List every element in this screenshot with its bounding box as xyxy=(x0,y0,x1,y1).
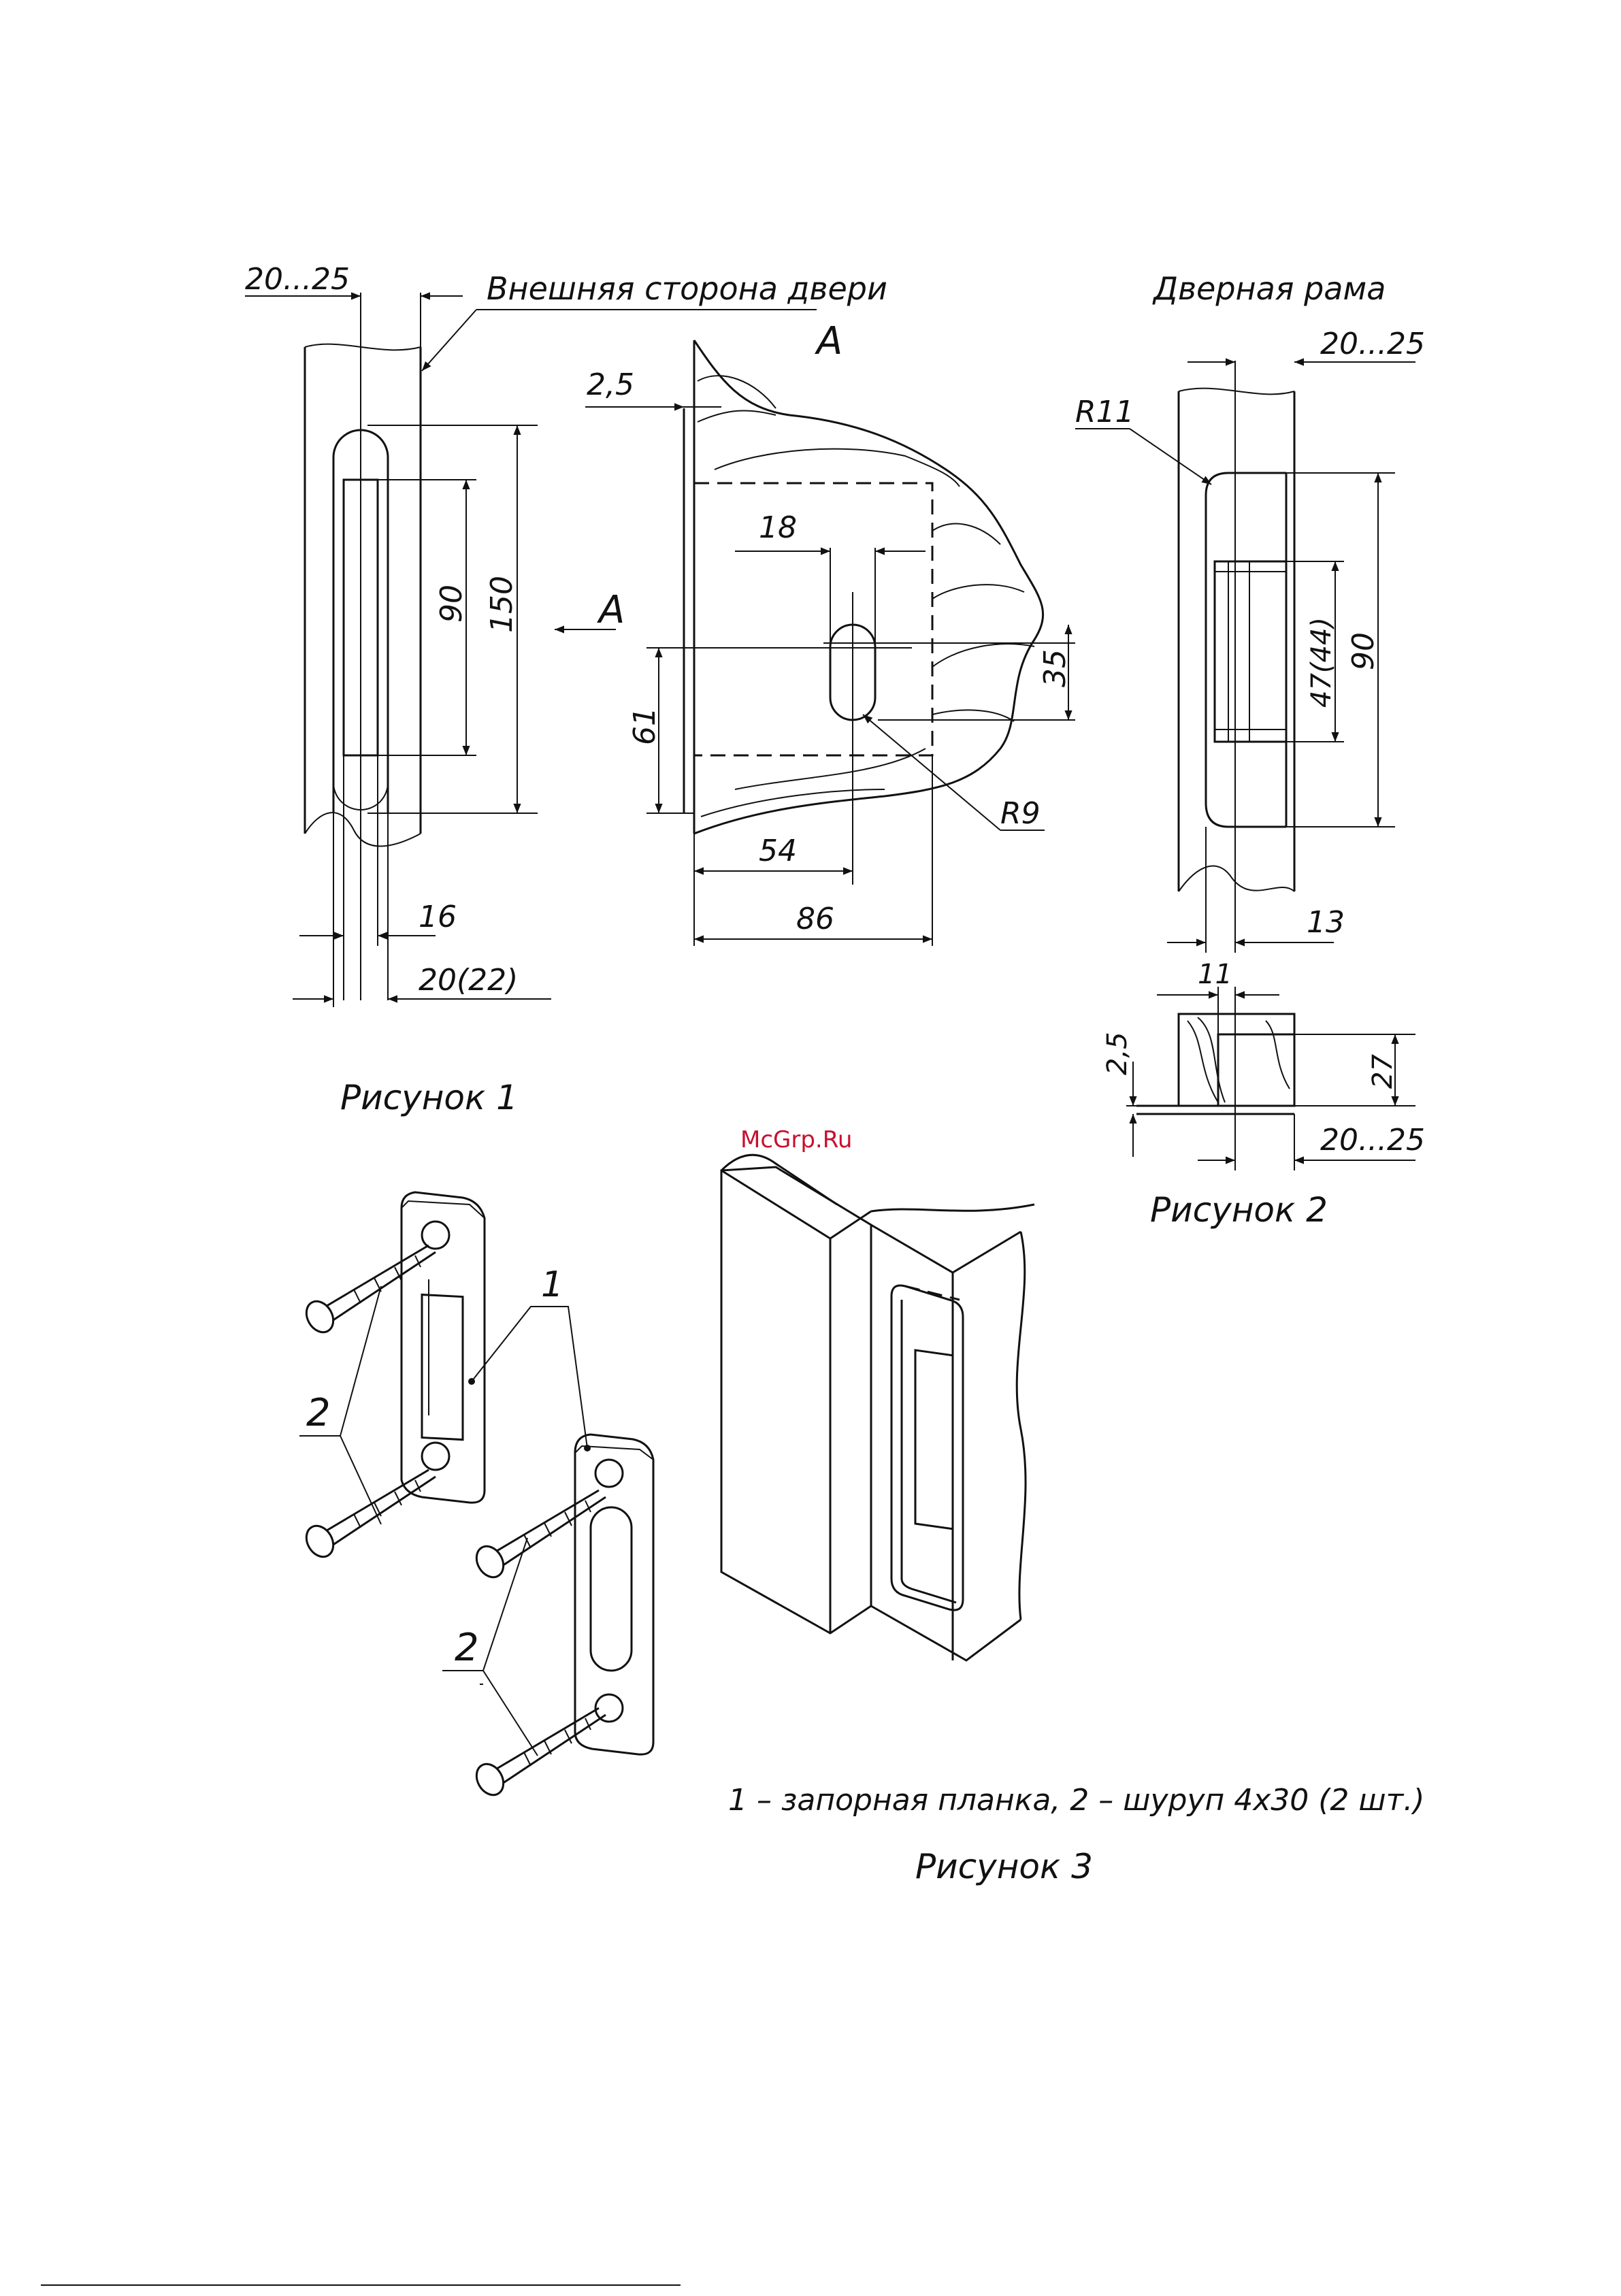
fig2-dim-pocket-len: 90 xyxy=(1346,632,1381,670)
fig1-caption: Рисунок 1 xyxy=(340,1078,518,1117)
fig1-outer-side-label: Внешняя сторона двери xyxy=(487,270,887,307)
fig1-dim-slot-len: 90 xyxy=(434,585,469,623)
fig1-dim-edge: 2,5 xyxy=(587,367,634,402)
fig3-frame-isometric xyxy=(721,1155,1034,1660)
fig1-section-a: A 2,5 18 35 61 R9 54 86 xyxy=(585,319,1075,946)
fig2-dim-offset-top: 20...25 xyxy=(1320,327,1425,361)
fig1-section-arrow-label: A xyxy=(597,588,625,632)
fig1-dim-plate-width: 20(22) xyxy=(419,963,518,998)
fig1-dim-slot-width: 16 xyxy=(419,900,457,934)
fig1-dim-hole-offset: 54 xyxy=(759,834,797,868)
fig2-door-frame: Дверная рама 20...25 R11 90 47(44) 13 xyxy=(1075,270,1425,953)
fig2-section: 11 2,5 27 20...25 Рисунок 2 xyxy=(1102,959,1425,1230)
fig1-section-label: A xyxy=(815,319,842,363)
fig1-dim-radius: R9 xyxy=(1000,796,1041,831)
fig3-caption: Рисунок 3 xyxy=(915,1847,1093,1886)
fig2-dim-plate-thickness: 2,5 xyxy=(1102,1032,1133,1075)
fig2-dim-depth: 13 xyxy=(1307,905,1345,940)
fig2-caption: Рисунок 2 xyxy=(1150,1190,1328,1230)
fig1-dim-hole-height: 35 xyxy=(1038,649,1073,687)
fig1-dim-offset-top: 20...25 xyxy=(245,262,350,297)
fig2-dim-slot-len: 47(44) xyxy=(1306,617,1337,708)
fig3-legend: 1 – запорная планка, 2 – шуруп 4х30 (2 ш… xyxy=(728,1783,1424,1818)
fig1-dim-plate-depth: 86 xyxy=(796,902,834,936)
watermark: McGrp.Ru xyxy=(740,1126,852,1153)
fig3-callout-screw-b: 2 xyxy=(455,1626,479,1670)
fig2-frame-label: Дверная рама xyxy=(1152,270,1386,307)
fig1-dim-plate-len: 150 xyxy=(485,576,519,633)
fig2-dim-radius: R11 xyxy=(1075,395,1134,429)
fig1-door-edge: 20...25 Внешняя сторона двери 90 150 A 1… xyxy=(245,262,887,1117)
fig3-callout-plate: 1 xyxy=(541,1264,563,1305)
fig1-dim-bottom-height: 61 xyxy=(627,707,662,745)
fig3-strike-plates: 1 2 2 xyxy=(299,1192,653,1800)
fig2-dim-pocket-depth: 27 xyxy=(1367,1054,1398,1089)
fig2-dim-width: 11 xyxy=(1198,959,1232,990)
fig3-callout-screw-a: 2 xyxy=(306,1391,331,1435)
fig2-dim-offset-bottom: 20...25 xyxy=(1320,1123,1425,1158)
fig1-dim-hole-width: 18 xyxy=(759,510,797,545)
